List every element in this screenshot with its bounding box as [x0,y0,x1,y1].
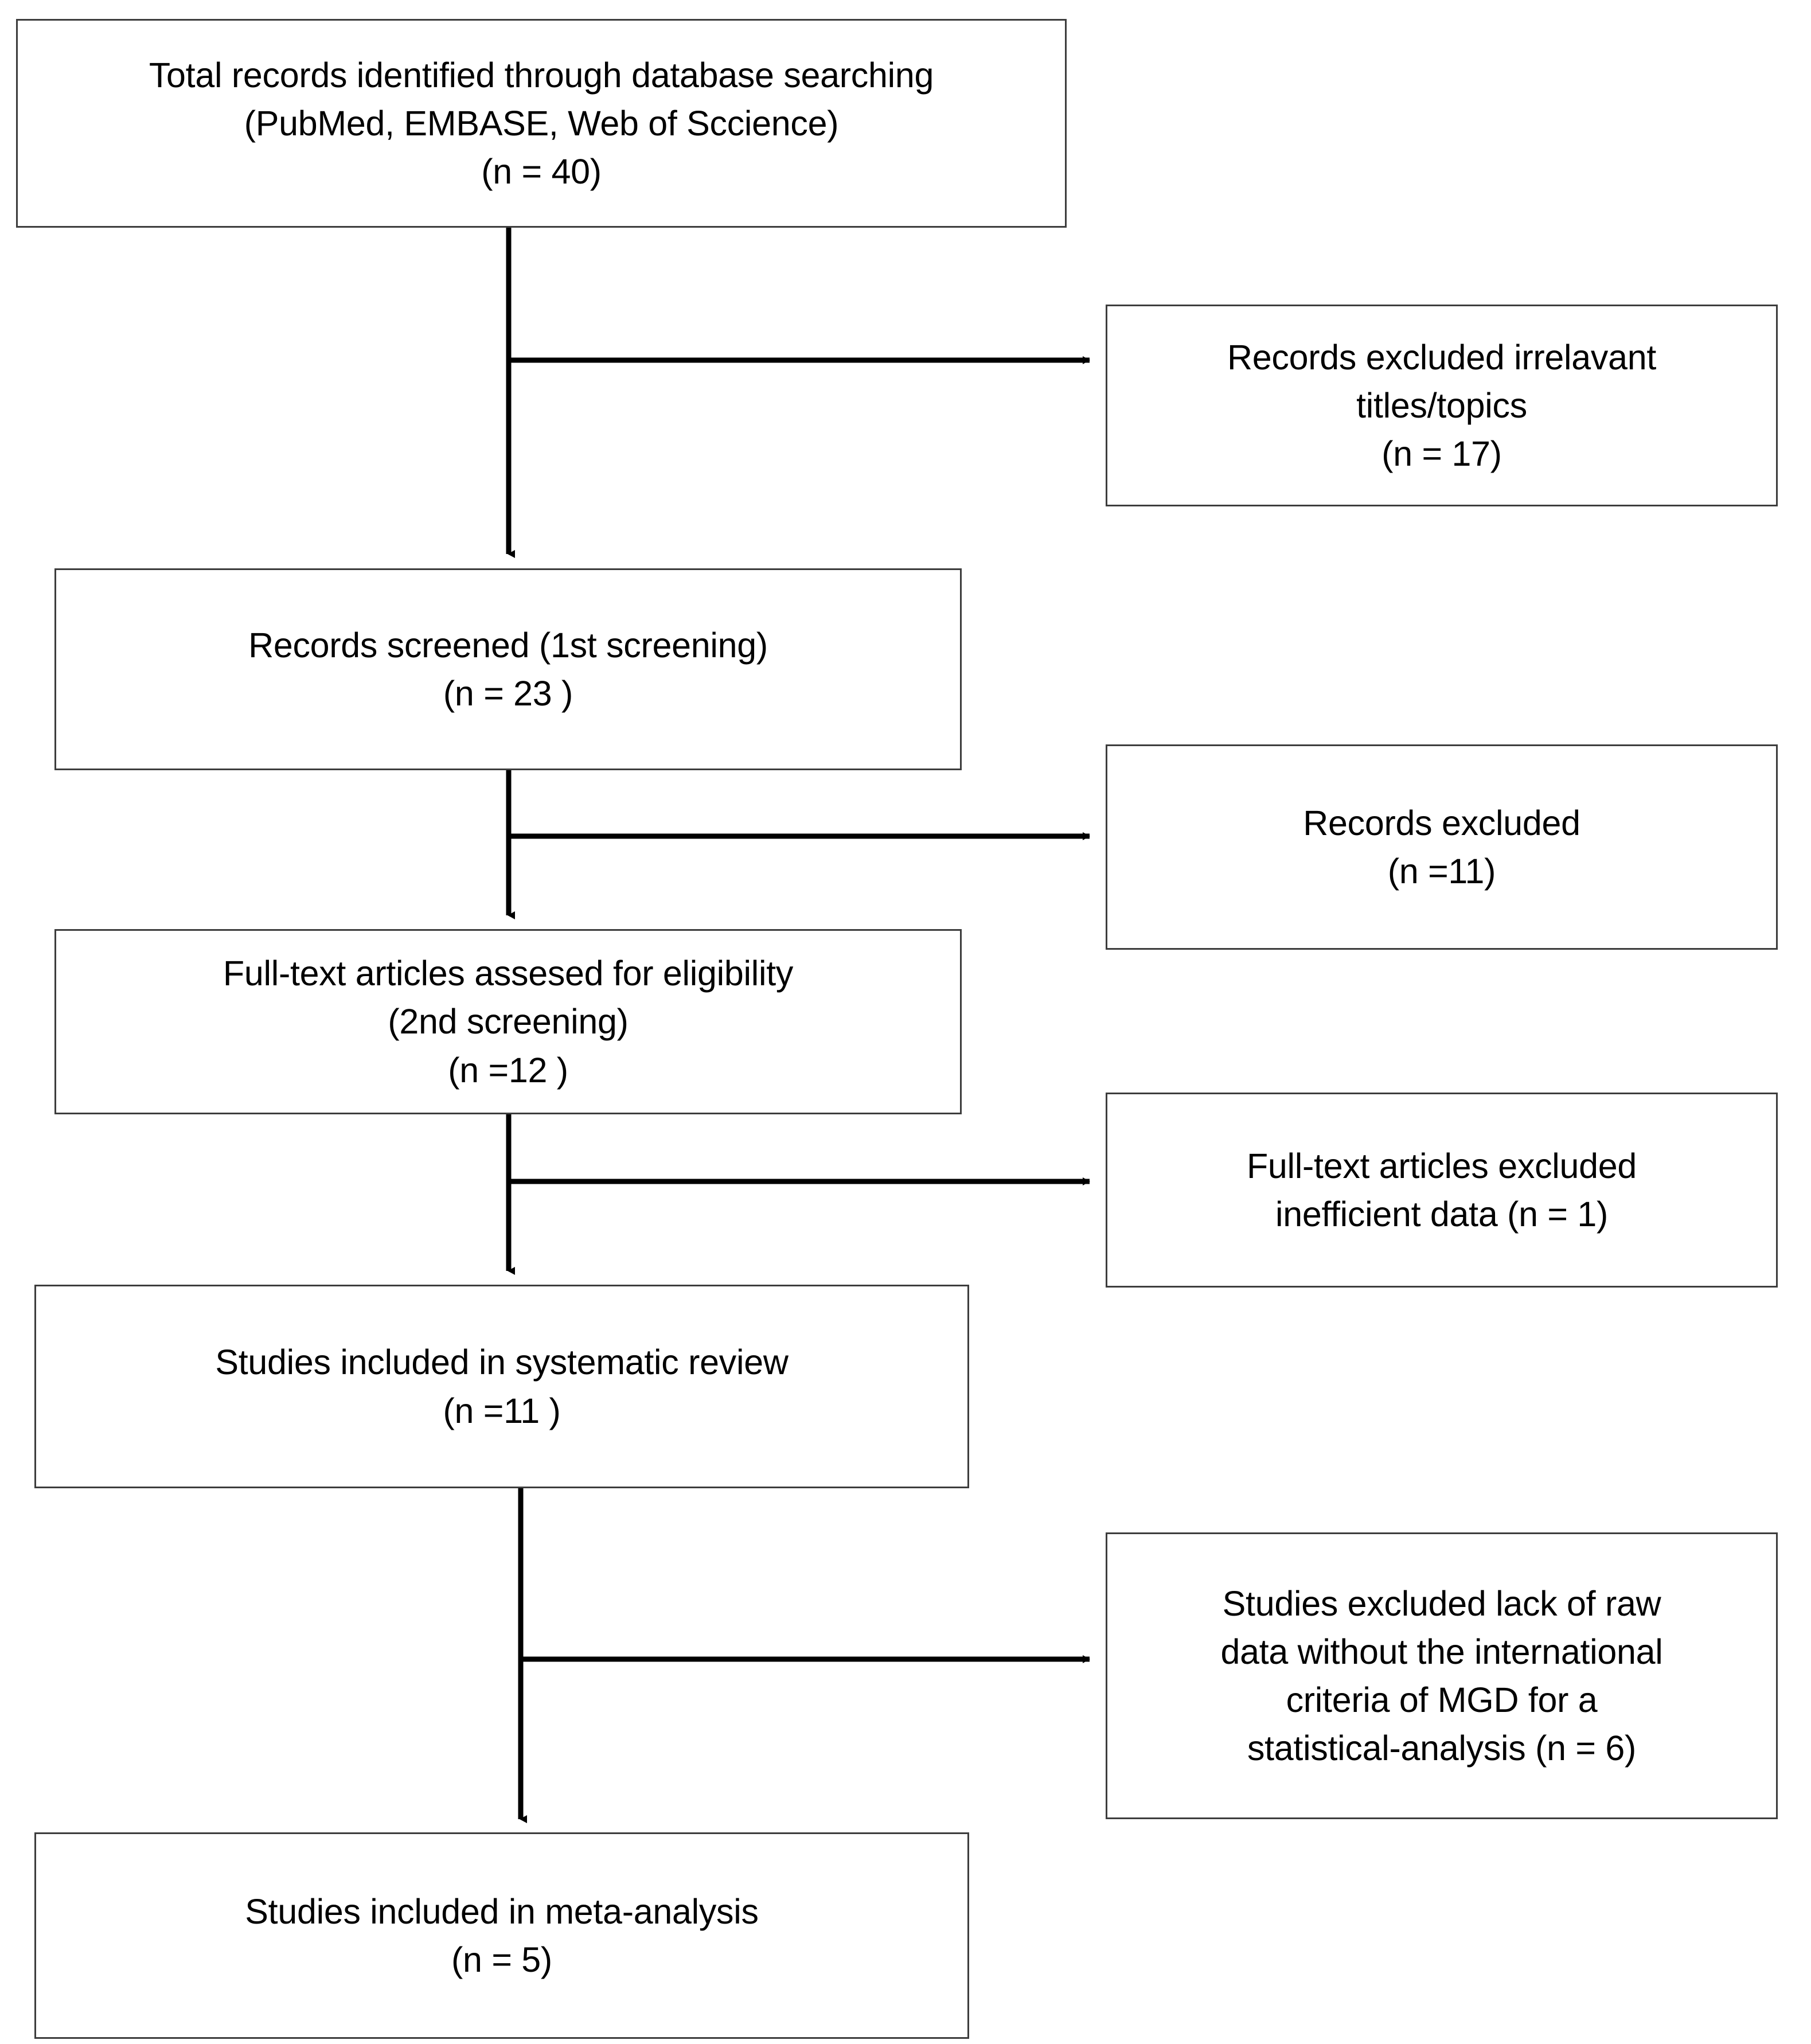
box-meta-analysis: Studies included in meta-analysis (n = 5… [34,1832,969,2039]
box-excluded-fulltext: Full-text articles excluded inefficient … [1106,1093,1778,1288]
box-meta-analysis-text: Studies included in meta-analysis (n = 5… [245,1891,759,1979]
box-records-screened-text: Records screened (1st screening) (n = 23… [248,625,768,713]
box-excluded-fulltext-text: Full-text articles excluded inefficient … [1246,1146,1637,1234]
box-excluded-records: Records excluded (n =11) [1106,744,1778,950]
box-excluded-titles-text: Records excluded irrelavant titles/topic… [1227,337,1656,474]
box-records-identified-text: Total records identified through databas… [149,55,934,192]
box-excluded-studies-text: Studies excluded lack of raw data withou… [1220,1583,1663,1768]
box-systematic-review-text: Studies included in systematic review (n… [215,1343,789,1430]
box-records-screened: Records screened (1st screening) (n = 23… [54,568,962,770]
box-fulltext-assessed: Full-text articles assesed for eligibili… [54,929,962,1114]
box-systematic-review: Studies included in systematic review (n… [34,1285,969,1488]
box-excluded-titles: Records excluded irrelavant titles/topic… [1106,305,1778,506]
box-records-identified: Total records identified through databas… [16,19,1067,228]
box-fulltext-assessed-text: Full-text articles assesed for eligibili… [223,954,794,1090]
box-excluded-records-text: Records excluded (n =11) [1303,803,1580,891]
box-excluded-studies: Studies excluded lack of raw data withou… [1106,1532,1778,1819]
